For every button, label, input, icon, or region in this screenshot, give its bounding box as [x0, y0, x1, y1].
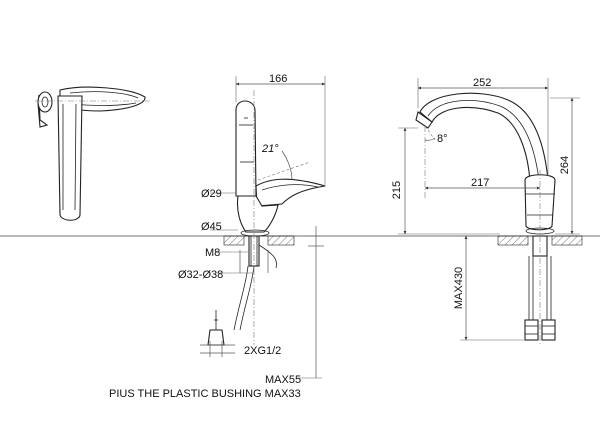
front-view	[415, 92, 583, 345]
front-width-label: 252	[473, 77, 491, 89]
max-thickness-note: MAX55	[265, 374, 301, 386]
front-angle-label: 8°	[437, 133, 448, 145]
side-body-dia-label: Ø29	[201, 188, 222, 200]
side-view-dimensions	[210, 76, 326, 379]
side-thread-label: M8	[205, 247, 220, 259]
front-view-dimensions	[398, 78, 580, 341]
top-view	[35, 86, 150, 221]
side-hole-range-label: Ø32-Ø38	[178, 269, 223, 281]
front-below-max-label: MAX430	[453, 267, 465, 309]
side-view	[200, 90, 326, 357]
front-total-height-label: 264	[559, 156, 571, 174]
side-angle-label: 21°	[261, 143, 279, 155]
side-width-label: 166	[269, 73, 287, 85]
front-spout-reach-label: 217	[471, 177, 489, 189]
side-base-dia-label: Ø45	[201, 221, 222, 233]
bushing-note: PIUS THE PLASTIC BUSHING MAX33	[109, 388, 301, 400]
side-hose-label: 2XG1/2	[244, 345, 281, 357]
front-spout-height-label: 215	[391, 181, 403, 199]
